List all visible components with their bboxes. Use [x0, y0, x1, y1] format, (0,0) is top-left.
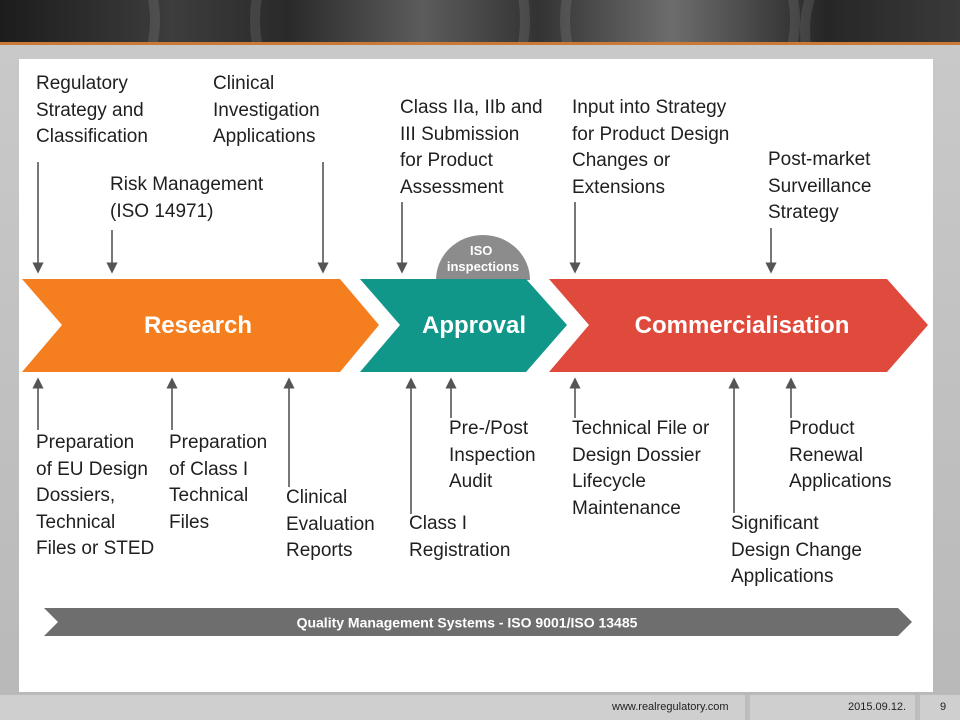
footer-page-number: 9 — [940, 701, 947, 713]
research-chevron — [22, 279, 379, 372]
diagram-panel — [19, 59, 933, 692]
label-clinical-evaluation: Clinical Evaluation Reports — [286, 487, 375, 561]
label-product-renewal: Product Renewal Applications — [789, 418, 892, 492]
label-pre-post-audit: Pre-/Post Inspection Audit — [449, 418, 536, 492]
label-technical-file: Technical File or Design Dossier Lifecyc… — [572, 418, 710, 519]
label-class1-registration: Class I Registration — [409, 513, 511, 561]
iso-inspections-badge — [436, 235, 530, 280]
label-clinical-investigation: Clinical Investigation Applications — [213, 73, 320, 147]
label-prep-eu-dossiers: Preparation of EU Design Dossiers, Techn… — [36, 432, 155, 559]
label-risk-management: Risk Management (ISO 14971) — [110, 174, 264, 222]
slide-footer: www.realregulatory.com 2015.09.12. 9 — [0, 695, 960, 720]
bottom-arrows — [32, 377, 797, 514]
footer-url-box — [0, 695, 745, 720]
footer-page-box — [920, 695, 960, 720]
qms-bar-label: Quality Management Systems - ISO 9001/IS… — [297, 615, 638, 631]
label-significant-design-change: Significant Design Change Applications — [731, 513, 862, 587]
label-post-market: Post-market Surveillance Strategy — [768, 149, 872, 223]
label-class-submission: Class IIa, IIb and III Submission for Pr… — [400, 97, 543, 198]
footer-date-box — [750, 695, 915, 720]
label-regulatory-strategy: Regulatory Strategy and Classification — [36, 73, 148, 147]
approval-phase-label: Approval — [422, 312, 526, 339]
iso-inspections-label: ISO inspections — [447, 243, 519, 274]
footer-date: 2015.09.12. — [848, 701, 907, 713]
research-phase-label: Research — [144, 312, 252, 339]
label-input-strategy: Input into Strategy for Product Design C… — [572, 97, 730, 198]
header-accent-line — [0, 42, 960, 45]
qms-arrow-bar — [44, 608, 912, 636]
top-arrows — [32, 162, 777, 274]
commercialisation-chevron — [549, 279, 928, 372]
commercialisation-phase-label: Commercialisation — [635, 312, 850, 339]
label-prep-class1-files: Preparation of Class I Technical Files — [169, 432, 268, 533]
footer-url[interactable]: www.realregulatory.com — [612, 701, 729, 713]
approval-chevron — [360, 279, 567, 372]
